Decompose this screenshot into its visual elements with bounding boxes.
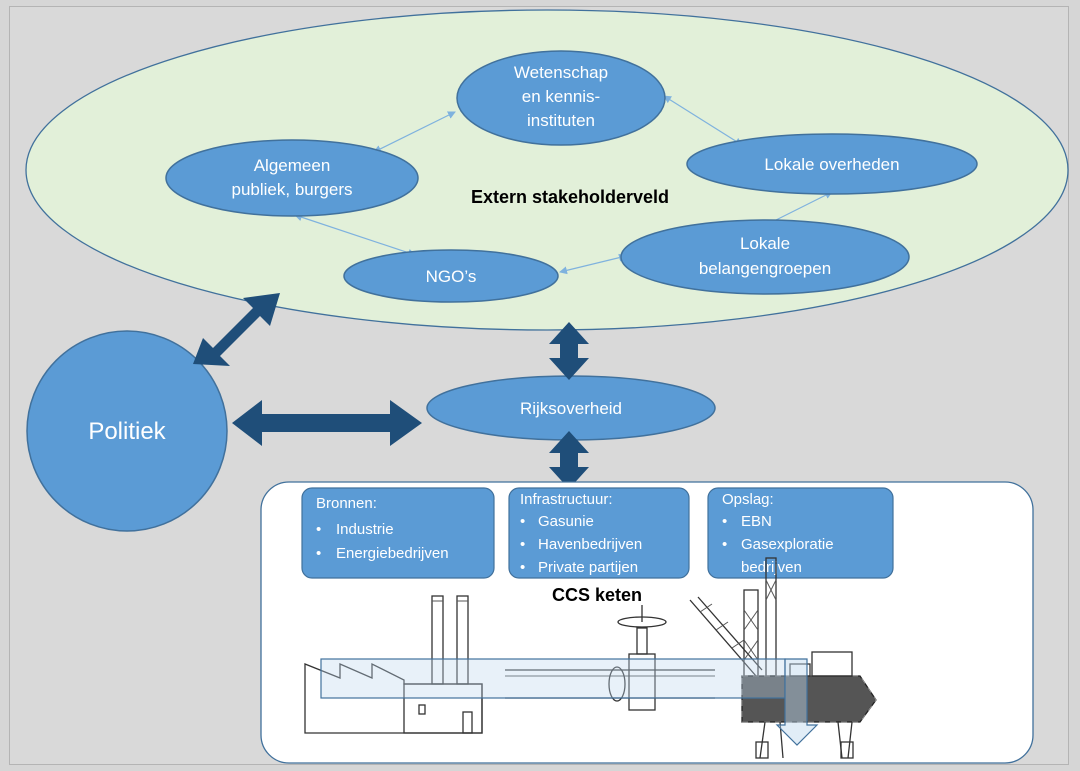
factory-icon — [304, 595, 483, 734]
node-rijksoverheid: Rijksoverheid — [426, 375, 716, 441]
node-publiek: Algemeen publiek, burgers — [165, 139, 419, 217]
wetenschap-line-2: en kennis- — [522, 87, 600, 106]
node-politiek: Politiek — [26, 330, 228, 532]
publiek-line-2: publiek, burgers — [232, 180, 353, 199]
ccs-box-opslag: Opslag: • EBN • Gasexploratie bedrijven — [707, 487, 894, 579]
bronnen-item-1: Industrie — [336, 521, 394, 538]
ccs-illustration — [304, 557, 877, 759]
co2-flow-band — [320, 658, 819, 746]
opslag-bullet-1: • — [722, 513, 727, 530]
infrastructuur-bullet-1: • — [520, 513, 525, 530]
infrastructuur-bullet-2: • — [520, 536, 525, 553]
ccs-box-infrastructuur: Infrastructuur: • Gasunie • Havenbedrijv… — [508, 487, 690, 579]
connector-ngo-belangengroepen — [559, 253, 627, 275]
ccs-chain-title: CCS keten — [552, 585, 642, 605]
opslag-heading: Opslag: — [722, 491, 774, 508]
infrastructuur-heading: Infrastructuur: — [520, 491, 613, 508]
opslag-bullet-2: • — [722, 536, 727, 553]
infrastructuur-item-2: Havenbedrijven — [538, 536, 642, 553]
connector-wetenschap-publiek — [373, 111, 456, 153]
bronnen-heading: Bronnen: — [316, 495, 377, 512]
node-ngo: NGO’s — [343, 249, 559, 303]
connector-wetenschap-lokale-overheden — [663, 95, 743, 146]
node-wetenschap: Wetenschap en kennis- instituten — [456, 50, 666, 146]
arrow-politiek-field — [193, 293, 280, 366]
arrow-rijksoverheid-ccs — [549, 431, 589, 489]
opslag-item-2: Gasexploratie — [741, 536, 834, 553]
infrastructuur-item-3: Private partijen — [538, 559, 638, 576]
opslag-item-3: bedrijven — [741, 559, 802, 576]
infrastructuur-bullet-3: • — [520, 559, 525, 576]
rijksoverheid-label: Rijksoverheid — [520, 399, 622, 418]
node-lokale-overheden: Lokale overheden — [686, 133, 978, 195]
offshore-platform-icon — [689, 557, 877, 759]
arrow-field-rijksoverheid — [549, 322, 589, 380]
thick-arrows — [193, 293, 589, 489]
infrastructuur-item-1: Gasunie — [538, 513, 594, 530]
publiek-line-1: Algemeen — [254, 156, 331, 175]
politiek-label: Politiek — [88, 418, 166, 445]
ngo-label: NGO’s — [426, 267, 477, 286]
ccs-box-bronnen: Bronnen: • Industrie • Energiebedrijven — [301, 487, 495, 579]
bronnen-bullet-1: • — [316, 521, 321, 538]
lokale-overheden-label: Lokale overheden — [764, 155, 899, 174]
belangengroepen-line-2: belangengroepen — [699, 259, 831, 278]
belangengroepen-line-1: Lokale — [740, 234, 790, 253]
connector-publiek-ngo — [294, 213, 416, 257]
wetenschap-line-3: instituten — [527, 111, 595, 130]
arrow-politiek-rijksoverheid — [232, 400, 422, 446]
wetenschap-line-1: Wetenschap — [514, 63, 608, 82]
bronnen-bullet-2: • — [316, 545, 321, 562]
node-belangengroepen: Lokale belangengroepen — [620, 219, 910, 295]
opslag-item-1: EBN — [741, 513, 772, 530]
external-field-title: Extern stakeholderveld — [471, 187, 669, 207]
bronnen-item-2: Energiebedrijven — [336, 545, 449, 562]
